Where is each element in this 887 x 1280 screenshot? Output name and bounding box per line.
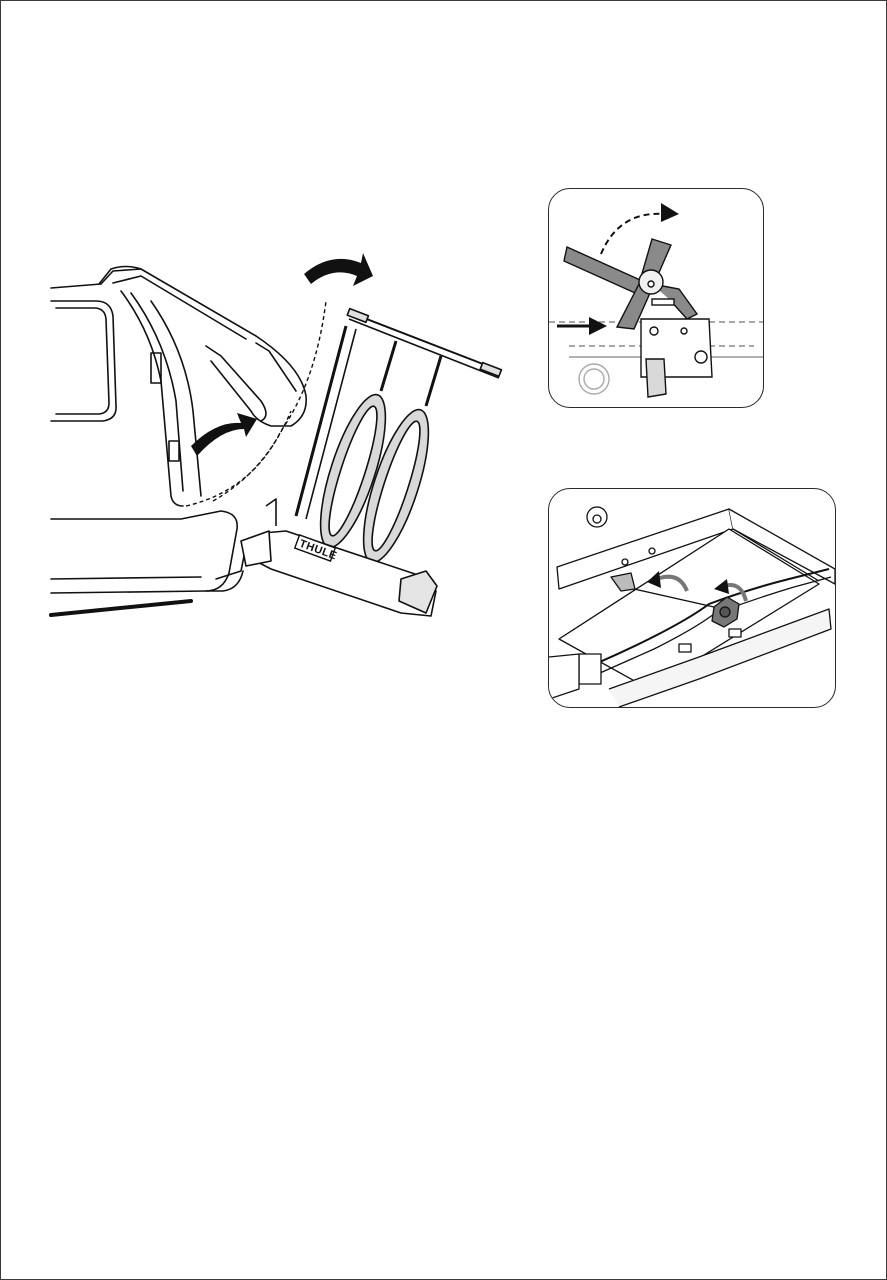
rotate-arrow-icon (600, 212, 665, 255)
underside-knob-drawing (549, 506, 835, 707)
arrowhead-icon (661, 203, 679, 222)
lever-release-drawing (549, 203, 763, 398)
inset-lever-detail (548, 188, 764, 408)
arrow-icon (191, 253, 373, 456)
curved-arrow-icon (647, 571, 748, 602)
inset-underside-detail (548, 488, 836, 708)
car-and-bike-carrier-drawing: THULE (49, 253, 503, 617)
main-illustration: THULE (1, 1, 887, 721)
